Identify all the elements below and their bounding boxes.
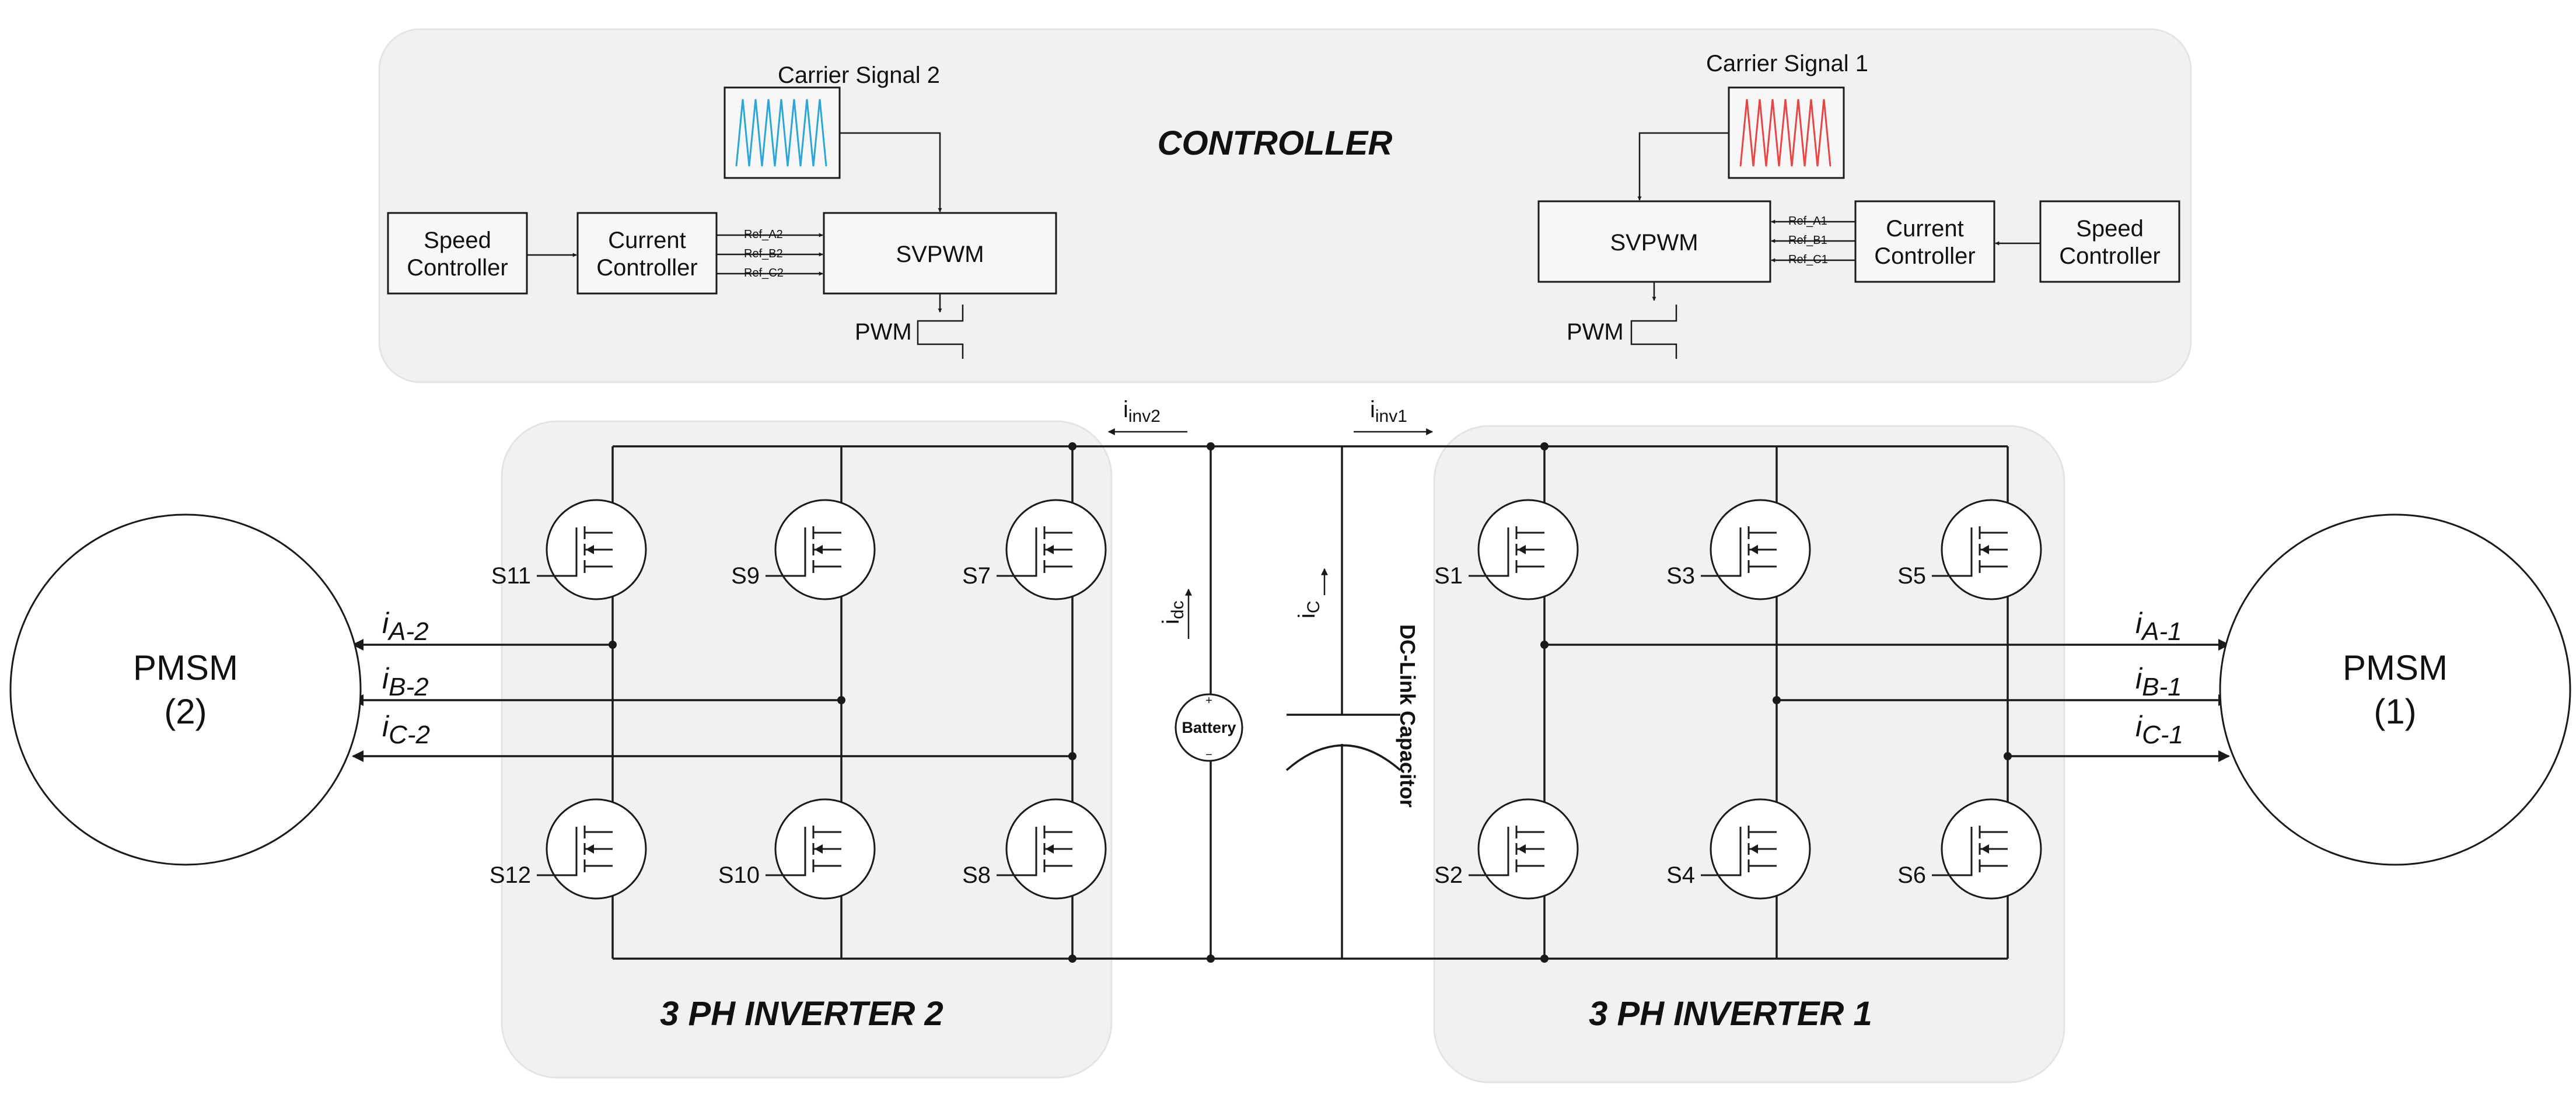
switch-label-s12: S12 <box>490 862 531 888</box>
inverter-1-title: 3 PH INVERTER 1 <box>1589 995 1872 1033</box>
mosfet-s12: S12 <box>490 798 647 900</box>
carrier-1-waveform <box>1739 99 1831 167</box>
inverter-2-title: 3 PH INVERTER 2 <box>660 995 943 1033</box>
controller-panel: CONTROLLER Carrier Signal 2 Carrier Sign… <box>378 28 2192 383</box>
pwm-1-pulse <box>1630 305 1677 359</box>
switch-label-s1: S1 <box>1434 563 1463 589</box>
pwm-1-label: PWM <box>1567 319 1624 345</box>
svg-text:Current: Current <box>608 228 686 253</box>
mosfet-s7: S7 <box>962 499 1107 600</box>
i-c-label: iC <box>1294 600 1323 618</box>
switch-label-s10: S10 <box>718 862 760 888</box>
i-a1-label: iA-1 <box>2135 607 2182 646</box>
mosfet-s3: S3 <box>1666 499 1811 600</box>
mosfet-s8: S8 <box>962 798 1107 900</box>
switch-label-s5: S5 <box>1897 563 1926 589</box>
mosfet-s11: S11 <box>491 499 647 600</box>
current-controller-1-block: Current Controller <box>1854 200 1995 283</box>
svpwm-2-block: SVPWM <box>823 212 1057 295</box>
phase-wires-left <box>352 639 1072 762</box>
svg-text:Controller: Controller <box>1874 243 1975 269</box>
pwm-2-label: PWM <box>855 319 912 345</box>
switch-label-s8: S8 <box>962 862 991 888</box>
svg-text:Controller: Controller <box>596 255 697 281</box>
mosfet-s5: S5 <box>1897 499 2042 600</box>
pwm-2-pulse <box>917 305 964 359</box>
i-b2-label: iB-2 <box>382 662 429 701</box>
switch-label-s4: S4 <box>1666 862 1695 888</box>
dc-link-capacitor <box>1285 446 1401 959</box>
i-a2-label: iA-2 <box>382 607 429 646</box>
svg-text:Current: Current <box>1886 216 1963 242</box>
i-c1-label: iC-1 <box>2135 710 2183 749</box>
mosfet-s10: S10 <box>718 798 876 900</box>
phase-wires-right <box>1544 639 2230 762</box>
mosfet-s4: S4 <box>1666 798 1811 900</box>
battery-symbol <box>1175 693 1243 762</box>
carrier-signal-1-box <box>1728 86 1845 179</box>
mosfet-s6: S6 <box>1897 798 2042 900</box>
ref-a1-label: Ref_A1 <box>1788 215 1827 228</box>
pmsm-1-motor: PMSM (1) <box>2219 513 2571 866</box>
i-dc-label: idc <box>1158 600 1187 624</box>
i-inv2-label: iinv2 <box>1123 397 1161 426</box>
switch-label-s9: S9 <box>731 563 760 589</box>
carrier-1-to-svpwm-arrow <box>1637 132 1729 201</box>
svg-text:SVPWM: SVPWM <box>896 242 984 267</box>
i-b1-label: iB-1 <box>2135 662 2182 701</box>
dc-bus <box>613 445 2008 960</box>
speed-controller-1-block: Speed Controller <box>2039 200 2180 283</box>
switch-label-s2: S2 <box>1434 862 1463 888</box>
current-controller-2-block: Current Controller <box>576 212 718 295</box>
i-c2-label: iC-2 <box>382 710 430 749</box>
pmsm-2-index: (2) <box>164 692 207 731</box>
ref-a2-label: Ref_A2 <box>744 228 783 241</box>
svg-text:Speed: Speed <box>2076 216 2144 242</box>
pmsm-1-index: (1) <box>2374 692 2416 731</box>
switch-label-s11: S11 <box>491 563 531 589</box>
carrier-2-to-svpwm-arrow <box>840 132 942 212</box>
pmsm-2-name: PMSM <box>133 648 238 687</box>
switch-label-s6: S6 <box>1897 862 1926 888</box>
battery-minus-label: − <box>1205 749 1212 761</box>
ref-c1-label: Ref_C1 <box>1788 253 1828 266</box>
speed-controller-2-block: Speed Controller <box>387 212 528 295</box>
svpwm-1-block: SVPWM <box>1537 200 1771 283</box>
inverter-1-panel <box>1433 425 2065 1083</box>
ref-b2-label: Ref_B2 <box>744 247 783 260</box>
mosfet-s9: S9 <box>731 499 876 600</box>
pmsm-2-motor: PMSM (2) <box>9 513 362 866</box>
dc-link-capacitor-label: DC-Link Capacitor <box>1396 624 1420 808</box>
svg-text:SVPWM: SVPWM <box>1610 230 1698 256</box>
pmsm-1-name: PMSM <box>2343 648 2448 687</box>
svg-text:Controller: Controller <box>407 255 508 281</box>
i-inv1-label: iinv1 <box>1370 397 1407 426</box>
carrier-signal-2-label: Carrier Signal 2 <box>778 62 940 88</box>
controller-title: CONTROLLER <box>1158 124 1393 162</box>
carrier-signal-1-label: Carrier Signal 1 <box>1706 51 1868 76</box>
battery-label: Battery <box>1182 719 1236 736</box>
battery-branch: Battery + − <box>1175 446 1243 959</box>
svg-text:Controller: Controller <box>2059 243 2160 269</box>
ref-b1-label: Ref_B1 <box>1788 234 1827 247</box>
battery-plus-label: + <box>1205 694 1212 707</box>
mosfet-s1: S1 <box>1434 499 1579 600</box>
svg-text:Speed: Speed <box>424 228 491 253</box>
inverter-2-panel <box>501 420 1113 1079</box>
ref-c2-label: Ref_C2 <box>744 267 784 279</box>
switch-label-s3: S3 <box>1666 563 1695 589</box>
carrier-signal-2-box <box>723 86 841 179</box>
carrier-2-waveform <box>735 99 827 167</box>
switch-label-s7: S7 <box>962 563 991 589</box>
mosfet-s2: S2 <box>1434 798 1579 900</box>
